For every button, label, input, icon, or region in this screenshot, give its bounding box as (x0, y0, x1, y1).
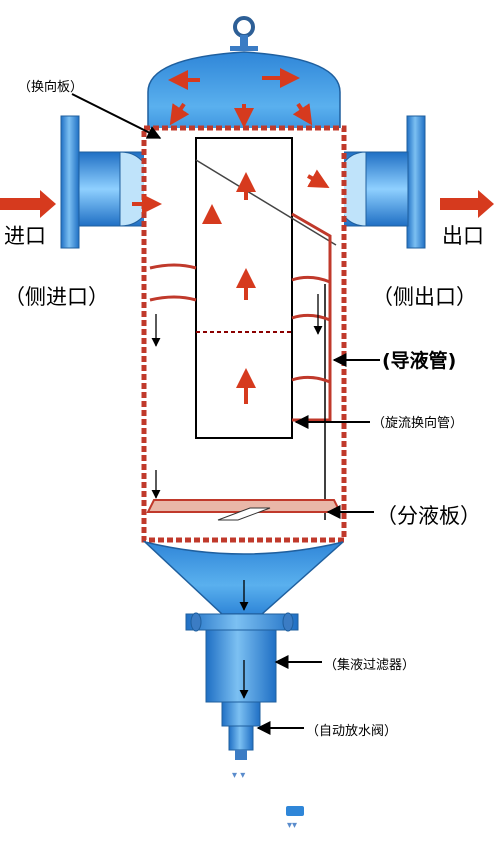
bottom-cone (142, 540, 344, 615)
lifting-eye (230, 16, 258, 51)
flow-arrows (132, 68, 330, 404)
inlet-arrow (0, 190, 56, 218)
swirl-vanes (149, 263, 331, 384)
svg-text:▾▾: ▾▾ (287, 820, 297, 831)
liquid-flow-arrows (151, 294, 323, 699)
collection-filter (205, 629, 277, 703)
reversing-plate (195, 159, 337, 246)
outlet-flange (333, 115, 426, 249)
liquid-collection-filter-label: （集液过滤器） (324, 658, 416, 673)
liquid-distribution-plate-label: （分液板） (376, 504, 481, 528)
outlet-label: 出口 (442, 224, 484, 248)
reversing-plate-label: （换向板） (18, 80, 84, 95)
svg-text:▾ ▾: ▾ ▾ (232, 770, 245, 781)
liquid-guide-tube-label: (导液管) (382, 350, 457, 372)
drain-valve: ▾ ▾ (221, 701, 261, 781)
side-inlet-label: （侧进口） (4, 285, 109, 309)
swirl-reversing-tube (291, 212, 332, 422)
bottom-flange (185, 612, 299, 632)
swirl-reversing-tube-label: （旋流换向管） (372, 416, 464, 431)
outlet-arrow (440, 190, 494, 218)
inlet-label: 进口 (4, 224, 46, 248)
liquid-distribution-plate (146, 499, 342, 513)
side-outlet-label: （侧出口） (372, 285, 477, 309)
leader-lines (71, 93, 380, 735)
droplet-icon: ▾▾ (286, 806, 304, 831)
auto-drain-valve-label: （自动放水阀） (306, 724, 398, 739)
inlet-flange (60, 115, 155, 249)
